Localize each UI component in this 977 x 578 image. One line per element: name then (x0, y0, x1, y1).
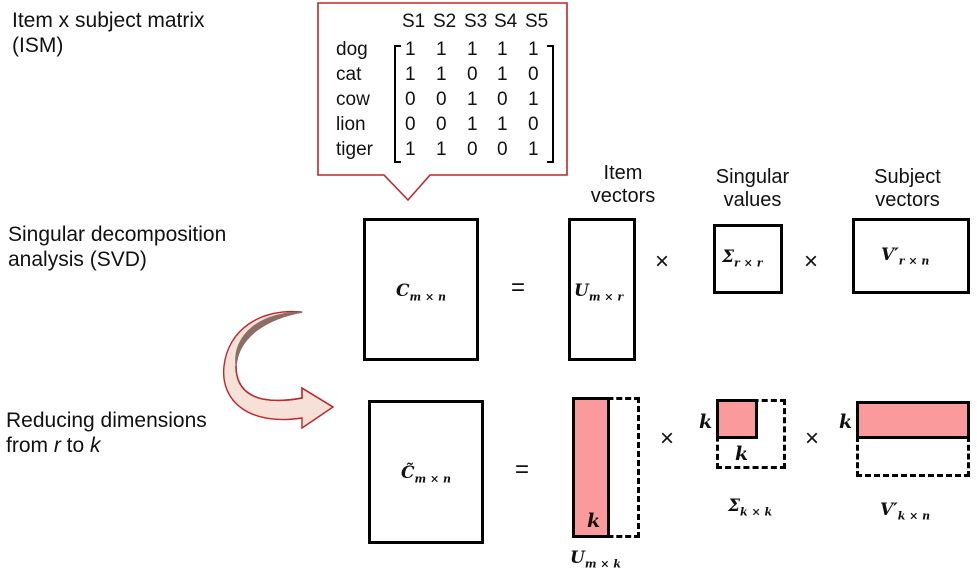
u-k-symbol: Um × k (570, 548, 621, 571)
times-sign: × (660, 425, 675, 452)
reduce-to: to (60, 434, 91, 457)
u-k-highlight: k (572, 397, 610, 538)
ism-title: Item x subject matrix (ISM) (12, 8, 205, 58)
matrix-cell: 1 (436, 64, 447, 85)
column-header: S1 (402, 11, 426, 32)
matrix-cell: 1 (497, 64, 508, 85)
matrix-cell: 1 (497, 39, 508, 60)
k-label: k (587, 510, 601, 532)
matrix-cell: 1 (497, 114, 508, 135)
column-header: S4 (494, 11, 518, 32)
ism-title-line1: Item x subject matrix (12, 9, 205, 32)
times-sign: × (804, 248, 819, 275)
transition-arrow (223, 310, 335, 430)
sigma-k-highlight (716, 399, 758, 439)
reduce-label-line2: from r to k (6, 433, 207, 458)
matrix-cell: 0 (528, 114, 539, 135)
v-k-highlight (856, 401, 970, 439)
matrix-cell: 0 (467, 64, 478, 85)
column-header: S3 (464, 11, 488, 32)
k-label: k (735, 443, 749, 465)
matrix-cell: 0 (405, 114, 416, 135)
sigma-k-symbol: Σk × k (728, 496, 773, 519)
matrix-cell: 1 (436, 39, 447, 60)
row-label: dog (336, 39, 368, 60)
sigma-symbol: Σr × r (722, 247, 763, 270)
matrix-cell: 0 (528, 64, 539, 85)
c-tilde-matrix: C̃m × n (368, 400, 484, 544)
matrix-cell: 1 (467, 89, 478, 110)
c-symbol: Cm × n (396, 281, 447, 304)
matrix-cell: 1 (405, 64, 416, 85)
matrix-cell: 0 (497, 89, 508, 110)
equals-sign: = (515, 456, 530, 483)
reduce-label-line1: Reducing dimensions (6, 409, 207, 432)
subject-vectors-line2: vectors (875, 189, 940, 211)
row-label: cow (336, 89, 370, 110)
sigma-matrix: Σr × r (713, 224, 783, 294)
c-tilde-symbol: C̃m × n (401, 463, 452, 486)
matrix-cell: 1 (405, 39, 416, 60)
matrix-cell: 1 (436, 139, 447, 160)
ism-matrix: S1 S2 S3 S4 S5 dog 1 1 1 1 1 cat 1 1 0 1… (332, 8, 564, 173)
svd-label-line2: analysis (SVD) (8, 248, 147, 271)
matrix-cell: 1 (467, 39, 478, 60)
reduce-from: from (6, 434, 54, 457)
singular-values-line1: Singular (715, 166, 790, 188)
row-label: cat (336, 64, 362, 85)
svd-label: Singular decomposition analysis (SVD) (8, 222, 226, 272)
subject-vectors-header: Subject vectors (855, 166, 960, 212)
matrix-cell: 0 (436, 114, 447, 135)
reduce-r: r (53, 434, 61, 457)
u-symbol: Um × r (574, 281, 624, 304)
times-sign: × (805, 425, 820, 452)
matrix-cell: 1 (528, 89, 539, 110)
ism-title-line2: (ISM) (12, 34, 64, 57)
matrix-cell: 1 (467, 114, 478, 135)
k-label: k (839, 411, 853, 433)
matrix-cell: 1 (528, 39, 539, 60)
matrix-cell: 0 (436, 89, 447, 110)
matrix-cell: 0 (497, 139, 508, 160)
matrix-cell: 1 (528, 139, 539, 160)
c-matrix: Cm × n (363, 218, 479, 361)
equals-sign: = (511, 274, 526, 301)
singular-values-line2: values (723, 189, 782, 211)
svd-label-line1: Singular decomposition (8, 223, 227, 246)
v-k-symbol: V′k × n (880, 500, 931, 523)
item-vectors-line2: vectors (590, 185, 656, 207)
v-matrix: V′r × n (852, 218, 970, 294)
reduce-label: Reducing dimensions from r to k (6, 408, 207, 458)
item-vectors-line1: Item (603, 162, 643, 184)
u-matrix: Um × r (568, 218, 636, 361)
matrix-cell: 0 (467, 139, 478, 160)
matrix-cell: 1 (405, 139, 416, 160)
matrix-cell: 0 (405, 89, 416, 110)
v-symbol: V′r × n (881, 245, 930, 268)
singular-values-header: Singular values (700, 166, 805, 212)
k-label: k (699, 411, 713, 433)
subject-vectors-line1: Subject (874, 166, 941, 188)
reduce-k: k (90, 434, 101, 457)
column-header: S5 (525, 11, 549, 32)
times-sign: × (655, 248, 670, 275)
row-label: lion (336, 114, 366, 135)
column-header: S2 (433, 11, 457, 32)
item-vectors-header: Item vectors (578, 162, 668, 208)
row-label: tiger (336, 139, 373, 160)
